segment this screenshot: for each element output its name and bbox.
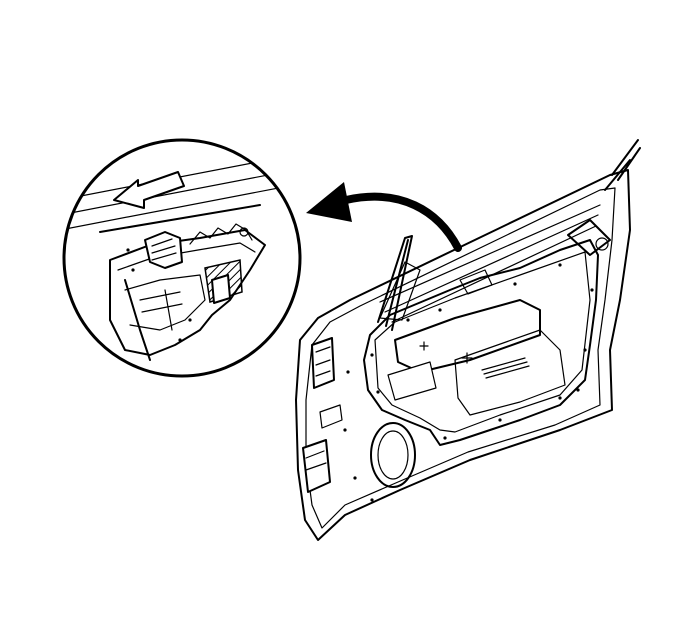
lower-hinge: [302, 439, 331, 493]
inner-panel-outline: [363, 239, 599, 446]
mirror-patch: [379, 261, 421, 321]
detail-magnifier-circle: [62, 138, 302, 378]
speaker-access: [387, 361, 437, 401]
callout-arrow-head: [306, 182, 352, 222]
lower-access-cover: [454, 329, 566, 416]
rear-latch: [567, 219, 611, 256]
door-inner-edge: [305, 187, 616, 529]
upper-latch-detail: [459, 269, 493, 295]
detail-view-content: [64, 149, 300, 361]
upper-hinge: [311, 337, 335, 389]
window-frame-front-post: [377, 235, 413, 331]
label-plate: [481, 357, 530, 379]
front-door-assembly: [295, 139, 641, 541]
callout-arrow: [306, 182, 462, 252]
fastener-dots: [343, 263, 594, 502]
retainer-clip: [144, 231, 183, 269]
removal-direction-arrow: [113, 171, 185, 209]
speaker-opening: [370, 422, 416, 488]
door-outer-shell: [295, 169, 631, 541]
window-frame-rear-upright: [604, 139, 641, 191]
alignment-marks: [419, 341, 473, 364]
upper-access-cover: [394, 299, 541, 373]
door-check-link: [319, 404, 343, 429]
